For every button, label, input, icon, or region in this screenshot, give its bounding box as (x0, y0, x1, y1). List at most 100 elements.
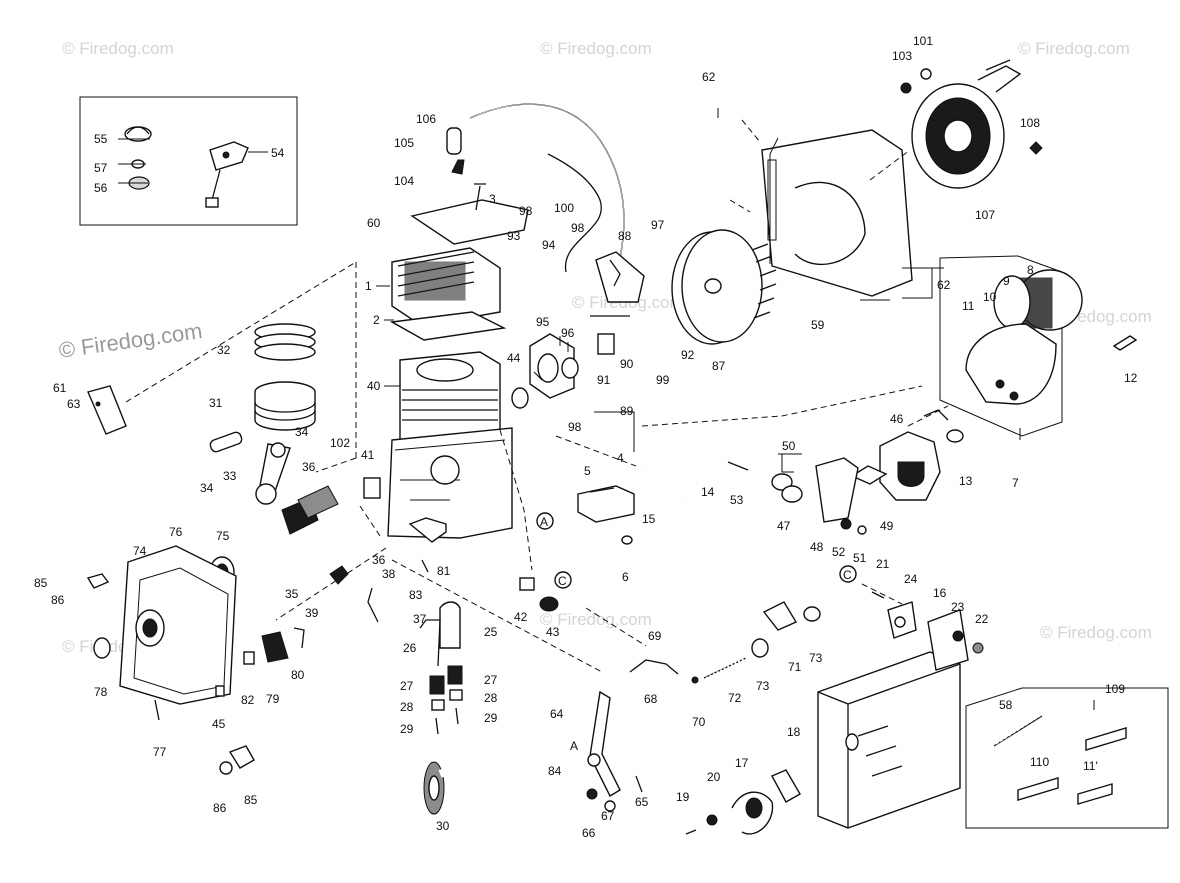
part-number-87: 87 (712, 359, 726, 373)
leader-lines (125, 119, 949, 673)
part-number-71: 71 (788, 660, 802, 674)
decal-part (1085, 727, 1127, 751)
part-number-49: 49 (880, 519, 894, 533)
drain-plug-part (228, 745, 255, 769)
part-number-105: 105 (394, 136, 414, 150)
part-number-89: 89 (620, 404, 634, 418)
carburetor-gasket-part (850, 465, 888, 485)
part-number-10: 10 (983, 290, 997, 304)
part-number-79: 79 (266, 692, 280, 706)
part-number-73-right: 73 (809, 651, 823, 665)
part-number-28: 28 (400, 700, 414, 714)
callout-a-circle (536, 512, 554, 530)
muffler-flange-part (771, 769, 801, 803)
part-number-101: 101 (913, 34, 933, 48)
part-number-70: 70 (692, 715, 706, 729)
part-number-92: 92 (681, 348, 695, 362)
part-number-67: 67 (601, 809, 615, 823)
part-number-84: 84 (548, 764, 562, 778)
governor-linkage-assembly (586, 601, 821, 812)
part-number-26: 26 (403, 641, 417, 655)
part-number-63: 63 (67, 397, 81, 411)
part-number-2: 2 (373, 313, 380, 327)
part-number-100: 100 (554, 201, 574, 215)
watermark-top-center: © Firedog.com (540, 39, 652, 58)
muffler-part (817, 651, 961, 829)
part-number-59: 59 (811, 318, 825, 332)
part-number-86: 86 (51, 593, 65, 607)
part-number-43: 43 (546, 625, 560, 639)
part-number-4: 4 (617, 451, 624, 465)
decal-two-part (1017, 777, 1059, 801)
part-number-24: 24 (904, 572, 918, 586)
part-number-21: 21 (876, 557, 890, 571)
part-number-82: 82 (241, 693, 255, 707)
part-number-108: 108 (1020, 116, 1040, 130)
part-number-14: 14 (701, 485, 715, 499)
part-number-103: 103 (892, 49, 912, 63)
rocker-part (329, 565, 349, 585)
part-number-111: 11' (1083, 759, 1098, 773)
part-number-27-right: 27 (484, 673, 498, 687)
governor-spring-part (629, 659, 679, 675)
part-number-88: 88 (618, 229, 632, 243)
part-number-1: 1 (365, 279, 372, 293)
throttle-cable-part (993, 715, 1043, 747)
part-number-85-lower: 85 (244, 793, 258, 807)
part-number-65: 65 (635, 795, 649, 809)
part-number-30: 30 (436, 819, 450, 833)
head-bolt-part (474, 183, 486, 211)
part-number-3: 3 (489, 192, 496, 206)
part-number-73: 73 (756, 679, 770, 693)
part-number-34: 34 (295, 425, 309, 439)
part-number-107: 107 (975, 208, 995, 222)
callout-markers: A C C A (536, 512, 857, 753)
piston-pin-part (209, 431, 243, 453)
engine-block-assembly (87, 103, 625, 539)
part-number-54: 54 (271, 146, 285, 160)
part-number-35: 35 (285, 587, 299, 601)
ignition-coil-part (595, 251, 645, 303)
accessories-inset-frame (965, 687, 1169, 829)
part-number-85: 85 (34, 576, 48, 590)
piston-part (254, 381, 316, 431)
kill-wire-part (547, 153, 602, 273)
spark-plug-part (451, 159, 465, 175)
valve-spring-part (429, 675, 445, 695)
throttle-bracket-part (762, 601, 798, 631)
callout-c-circle-lower (839, 565, 857, 583)
part-number-74: 74 (133, 544, 147, 558)
air-cleaner-bracket (939, 255, 1063, 437)
part-number-104: 104 (394, 174, 414, 188)
part-number-62-right: 62 (937, 278, 951, 292)
wing-nut-part (1112, 335, 1138, 351)
callout-c-label-lower: C (843, 568, 852, 582)
part-number-20: 20 (707, 770, 721, 784)
muffler-assembly (685, 591, 984, 835)
part-number-72: 72 (728, 691, 742, 705)
part-number-86-lower: 86 (213, 801, 227, 815)
part-number-78: 78 (94, 685, 108, 699)
fuel-line-part (639, 441, 698, 501)
callout-a-label: A (540, 515, 548, 529)
governor-lever-part (86, 573, 110, 589)
part-number-51: 51 (853, 551, 867, 565)
main-bearing-part (363, 477, 381, 499)
carburetor-assembly (577, 409, 964, 545)
part-number-93: 93 (507, 229, 521, 243)
part-number-98-lower: 98 (568, 420, 582, 434)
part-number-17: 17 (735, 756, 749, 770)
decal-three-part (1077, 783, 1113, 805)
callout-c-circle-upper (554, 571, 572, 589)
part-number-19: 19 (676, 790, 690, 804)
part-number-50: 50 (782, 439, 796, 453)
part-number-69: 69 (648, 629, 662, 643)
air-cleaner-base-part (965, 323, 1057, 405)
callout-c-label-upper: C (558, 574, 567, 588)
part-number-102: 102 (330, 436, 350, 450)
flywheel-starter-assembly (511, 59, 1043, 409)
part-number-28-right: 28 (484, 691, 498, 705)
part-number-56: 56 (94, 181, 108, 195)
governor-arm-part (589, 690, 621, 797)
part-number-38: 38 (382, 567, 396, 581)
